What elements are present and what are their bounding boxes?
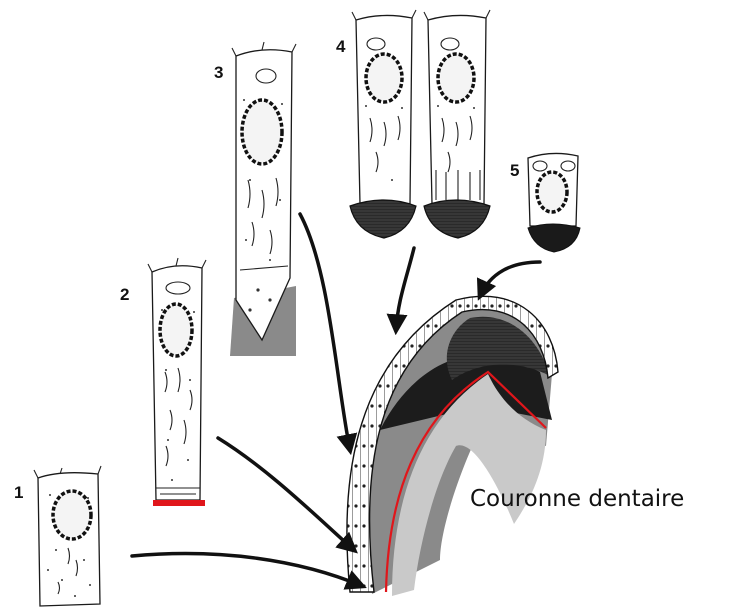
cell-stage-4-left xyxy=(350,10,416,238)
crown-label: Couronne dentaire xyxy=(470,486,684,512)
cell-stage-2 xyxy=(148,258,206,506)
enamel-cap-4a xyxy=(350,200,416,238)
enamel-cap-4b xyxy=(424,200,490,238)
cell-stage-4-right xyxy=(424,10,490,238)
cell-stage-1 xyxy=(34,466,101,606)
cell-5-nucleus xyxy=(537,172,567,212)
cell-stage-5 xyxy=(528,153,580,252)
cell-4b-nucleus xyxy=(438,54,474,102)
secretion-front-line xyxy=(153,500,205,506)
cell-1-nucleus xyxy=(53,491,91,539)
stage-label-2: 2 xyxy=(120,285,129,304)
cell-2-nucleus xyxy=(160,304,192,356)
arrow-stage-2 xyxy=(218,438,354,550)
dental-crown xyxy=(347,296,558,596)
stage-label-1: 1 xyxy=(14,483,23,502)
stage-label-4: 4 xyxy=(336,37,346,56)
cell-3-nucleus xyxy=(242,100,282,164)
enamel-cap-5 xyxy=(528,224,580,252)
stage-label-5: 5 xyxy=(510,161,519,180)
stage-label-3: 3 xyxy=(214,63,223,82)
arrow-stage-5 xyxy=(480,262,540,296)
arrow-stage-3 xyxy=(300,214,350,450)
cell-stage-3 xyxy=(230,42,296,356)
arrow-stage-1 xyxy=(132,554,362,586)
arrow-stage-4 xyxy=(396,248,414,330)
cell-4a-nucleus xyxy=(366,54,402,102)
